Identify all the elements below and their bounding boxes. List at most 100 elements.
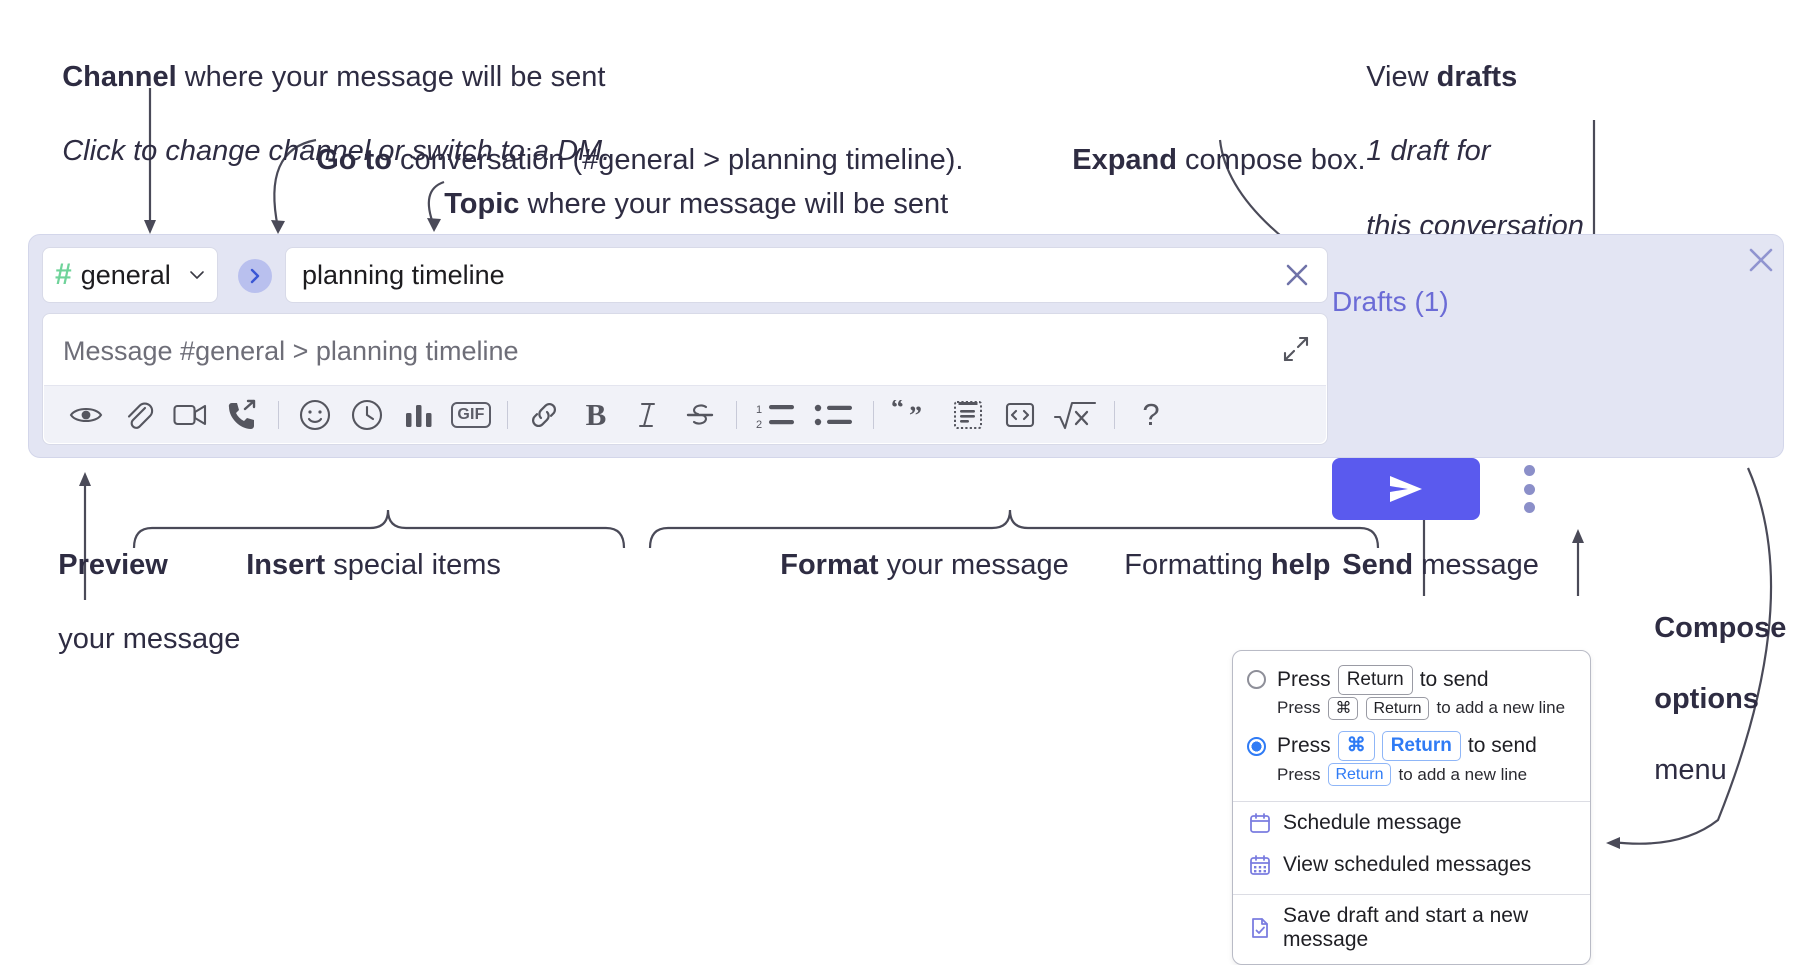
annotation-preview-bold: Preview xyxy=(58,549,168,582)
annotation-format-bold: Format xyxy=(780,549,879,582)
toolbar-separator xyxy=(873,400,874,429)
help-label: ? xyxy=(1142,397,1160,432)
channel-selector[interactable]: # general xyxy=(42,247,218,303)
hash-icon: # xyxy=(55,258,72,291)
svg-text:1: 1 xyxy=(756,404,762,416)
menu-divider xyxy=(1233,894,1590,896)
emoji-smiley-icon[interactable] xyxy=(289,393,341,437)
more-options-vertical-icon xyxy=(1523,483,1535,495)
code-block-icon[interactable] xyxy=(942,393,994,437)
annotation-format: Format your message xyxy=(748,510,1069,621)
svg-text:“: “ xyxy=(891,400,904,422)
menu-radio-option-cmd-return[interactable]: Press ⌘ Return to send xyxy=(1233,727,1590,762)
help-question-icon[interactable]: ? xyxy=(1125,393,1177,437)
compose-options-button[interactable] xyxy=(1518,465,1540,513)
option2-pre: Press xyxy=(1277,734,1331,758)
annotation-insert-rest: special items xyxy=(325,549,501,582)
calendar-grid-icon xyxy=(1250,855,1270,876)
chevron-right-icon xyxy=(250,268,260,284)
menu-sub-option-return: Press ⌘ Return to add a new line xyxy=(1233,696,1590,728)
option1-sub-pre: Press xyxy=(1277,698,1321,718)
annotation-drafts-line2: 1 draft for xyxy=(1366,135,1491,168)
annotation-expand-bold: Expand xyxy=(1072,144,1177,177)
gif-icon[interactable]: GIF xyxy=(445,393,497,437)
annotation-preview: Preview your message xyxy=(26,510,240,696)
option1-post: to send xyxy=(1419,667,1489,691)
document-check-icon xyxy=(1252,918,1268,939)
latex-icon[interactable] xyxy=(1046,393,1104,437)
video-camera-icon[interactable] xyxy=(164,393,216,437)
more-options-vertical-icon xyxy=(1523,465,1535,476)
toolbar-separator xyxy=(278,400,279,429)
go-to-conversation-button[interactable] xyxy=(238,259,272,293)
menu-item-schedule-message[interactable]: Schedule message xyxy=(1233,802,1590,844)
calendar-icon xyxy=(1250,813,1270,834)
option2-post: to send xyxy=(1467,734,1537,758)
annotation-topic-rest: where your message will be sent xyxy=(519,188,949,221)
annotation-drafts-pre: View xyxy=(1366,61,1437,94)
send-paper-plane-icon xyxy=(1390,476,1422,502)
annotation-insert: Insert special items xyxy=(214,510,501,621)
annotation-topic-bold: Topic xyxy=(444,188,520,221)
svg-text:”: ” xyxy=(909,401,922,430)
menu-item-save-draft[interactable]: Save draft and start a new message xyxy=(1233,895,1590,964)
menu-radio-option-return[interactable]: Press Return to send xyxy=(1233,661,1590,696)
bar-chart-icon[interactable] xyxy=(393,393,445,437)
more-options-vertical-icon xyxy=(1523,502,1535,513)
annotation-insert-bold: Insert xyxy=(246,549,326,582)
key-return: Return xyxy=(1328,762,1391,787)
menu-divider xyxy=(1233,801,1590,803)
annotation-help-bold: help xyxy=(1270,549,1331,582)
option1-sub-post: to add a new line xyxy=(1436,698,1566,718)
close-icon[interactable] xyxy=(1746,245,1776,275)
compose-left-column: # general planning timeline xyxy=(42,247,1328,445)
compose-options-menu: Press Return to send Press ⌘ Return to a… xyxy=(1232,650,1591,965)
slack-compose-annotated-diagram: Channel where your message will be sent … xyxy=(26,61,1786,965)
toolbar-separator xyxy=(736,400,737,429)
clock-icon[interactable] xyxy=(341,393,393,437)
annotation-send: Send message xyxy=(1310,510,1539,621)
annotation-goto-bold: Go to xyxy=(316,144,392,177)
bold-icon[interactable]: B xyxy=(570,393,622,437)
annotation-goto-rest: conversation (#general > planning timeli… xyxy=(391,144,964,177)
italic-icon[interactable] xyxy=(622,393,674,437)
annotation-compose-options: Compose options menu xyxy=(1622,576,1786,824)
message-input-box[interactable]: Message #general > planning timeline xyxy=(42,313,1328,445)
compose-panel: # general planning timeline xyxy=(28,234,1784,458)
ordered-list-icon[interactable]: 1 2 xyxy=(747,393,805,437)
phone-forward-icon[interactable] xyxy=(216,393,268,437)
inline-code-icon[interactable] xyxy=(994,393,1046,437)
menu-item-label: Schedule message xyxy=(1283,811,1462,835)
annotation-goto: Go to conversation (#general > planning … xyxy=(284,105,963,216)
toolbar-separator xyxy=(1114,400,1115,429)
drafts-link[interactable]: Drafts (1) xyxy=(1332,286,1449,317)
key-return: Return xyxy=(1381,731,1461,761)
radio-button-selected[interactable] xyxy=(1247,736,1266,756)
key-command: ⌘ xyxy=(1328,696,1359,721)
link-icon[interactable] xyxy=(518,393,570,437)
key-command: ⌘ xyxy=(1337,731,1375,761)
menu-item-label: Save draft and start a new message xyxy=(1283,904,1529,952)
compose-header-row: # general planning timeline xyxy=(42,247,1328,303)
send-button[interactable] xyxy=(1332,458,1480,520)
close-icon[interactable] xyxy=(1283,261,1311,289)
topic-value: planning timeline xyxy=(302,259,505,290)
annotation-compose-options-line3: menu xyxy=(1654,753,1727,786)
topic-input[interactable]: planning timeline xyxy=(285,247,1328,303)
menu-item-view-scheduled-messages[interactable]: View scheduled messages xyxy=(1233,844,1590,886)
annotation-preview-line2: your message xyxy=(58,623,241,656)
annotation-topic: Topic where your message will be sent xyxy=(412,149,948,260)
strikethrough-icon[interactable] xyxy=(674,393,726,437)
attachment-paperclip-icon[interactable] xyxy=(112,393,164,437)
annotation-expand-rest: compose box. xyxy=(1176,144,1366,177)
chevron-down-icon xyxy=(190,271,204,279)
bold-label: B xyxy=(585,397,607,432)
preview-icon[interactable] xyxy=(60,393,112,437)
bulleted-list-icon[interactable] xyxy=(805,393,863,437)
expand-icon[interactable] xyxy=(1283,336,1309,362)
blockquote-icon[interactable]: “ ” xyxy=(884,393,942,437)
radio-button[interactable] xyxy=(1247,670,1266,690)
toolbar-separator xyxy=(507,400,508,429)
annotation-channel-rest: where your message will be sent xyxy=(176,61,606,94)
annotation-drafts-bold: drafts xyxy=(1436,61,1518,94)
